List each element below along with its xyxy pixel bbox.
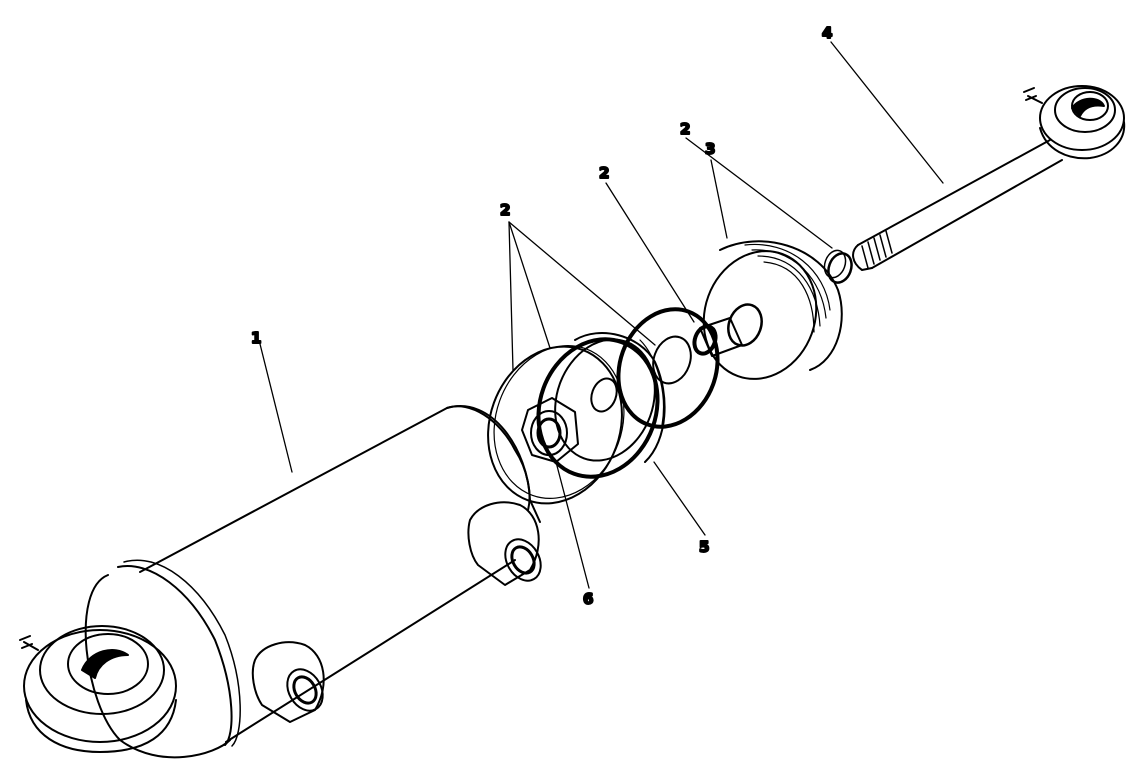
leader-6 — [555, 461, 590, 589]
leader-1 — [259, 343, 293, 473]
leader-2b — [508, 221, 551, 349]
callout-5: 5 — [699, 538, 709, 556]
piston-drawing — [554, 332, 666, 463]
end-cap-drawing — [699, 240, 843, 380]
cylinder-barrel-drawing — [19, 405, 542, 759]
callout-3: 3 — [705, 140, 715, 158]
callout-4: 4 — [822, 24, 832, 42]
leader-5 — [653, 461, 706, 536]
leader-4 — [830, 41, 944, 184]
callout-labels: 1 2 2 2 3 4 5 6 — [250, 23, 833, 609]
piston-rod-drawing — [852, 85, 1126, 271]
callout-6: 6 — [583, 590, 593, 608]
callout-2-right: 2 — [680, 120, 690, 138]
callout-2-left: 2 — [500, 201, 510, 219]
callout-1: 1 — [251, 329, 261, 347]
leader-2e — [685, 137, 833, 249]
leader-lines — [259, 41, 944, 589]
leader-2c — [508, 221, 656, 346]
leader-2a — [508, 221, 514, 371]
leader-3 — [710, 159, 728, 239]
callout-2-middle: 2 — [599, 164, 609, 182]
leader-2d — [605, 182, 695, 323]
